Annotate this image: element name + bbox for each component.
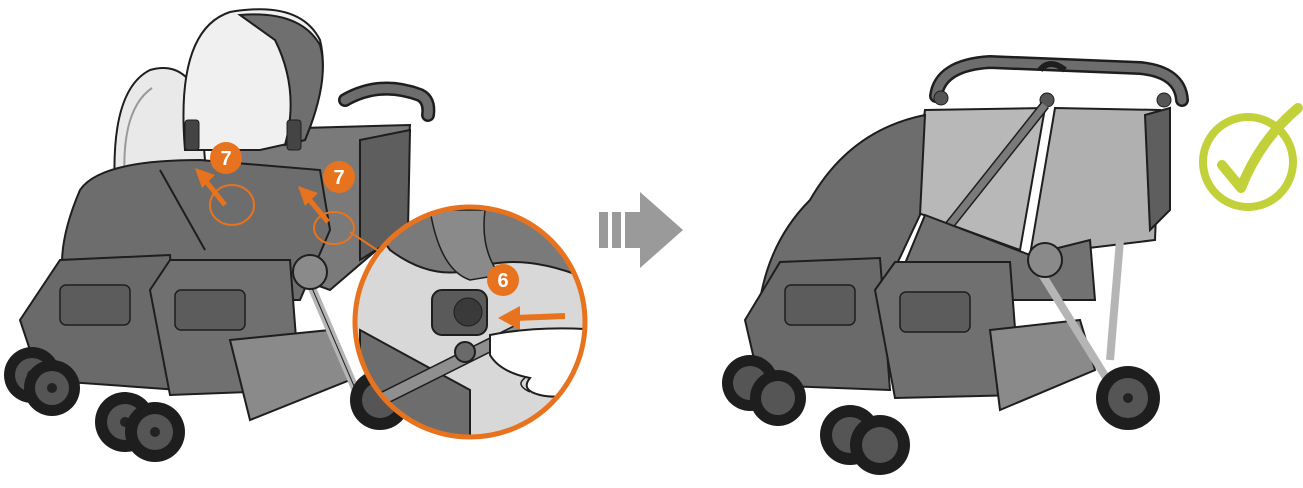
check-circle-icon <box>1199 103 1303 211</box>
stroller-after-svg <box>722 54 1303 475</box>
pull-up-arrow-left <box>195 168 227 207</box>
seat-back-right <box>1028 106 1162 257</box>
stroller-canopies-removed-illustration <box>700 0 1303 488</box>
callout-ring-right <box>313 211 355 245</box>
callout-ring-left <box>209 184 255 226</box>
wheel-front-left-2 <box>24 360 80 416</box>
wheel-after-2 <box>750 370 806 426</box>
step-badge-7-left: 7 <box>210 142 242 174</box>
press-arrow <box>498 306 566 330</box>
svg-text:6: 6 <box>497 270 508 292</box>
wheel-after-rear <box>1096 366 1160 430</box>
pull-up-arrow-right <box>298 186 330 224</box>
step-badge-6: 6 <box>487 264 519 296</box>
svg-text:7: 7 <box>333 167 344 189</box>
wheel-after-4 <box>850 415 910 475</box>
wheel-front-right-2 <box>125 402 185 462</box>
next-arrow-icon <box>595 0 690 488</box>
seat-fabric-left <box>758 113 927 301</box>
zoom-leader-line <box>349 231 381 253</box>
step-badge-7-right: 7 <box>323 161 355 193</box>
stroller-canopy-removal-illustration: 7 7 6 <box>0 0 600 488</box>
stroller-before-svg: 7 7 6 <box>4 8 588 462</box>
svg-text:7: 7 <box>220 148 231 170</box>
